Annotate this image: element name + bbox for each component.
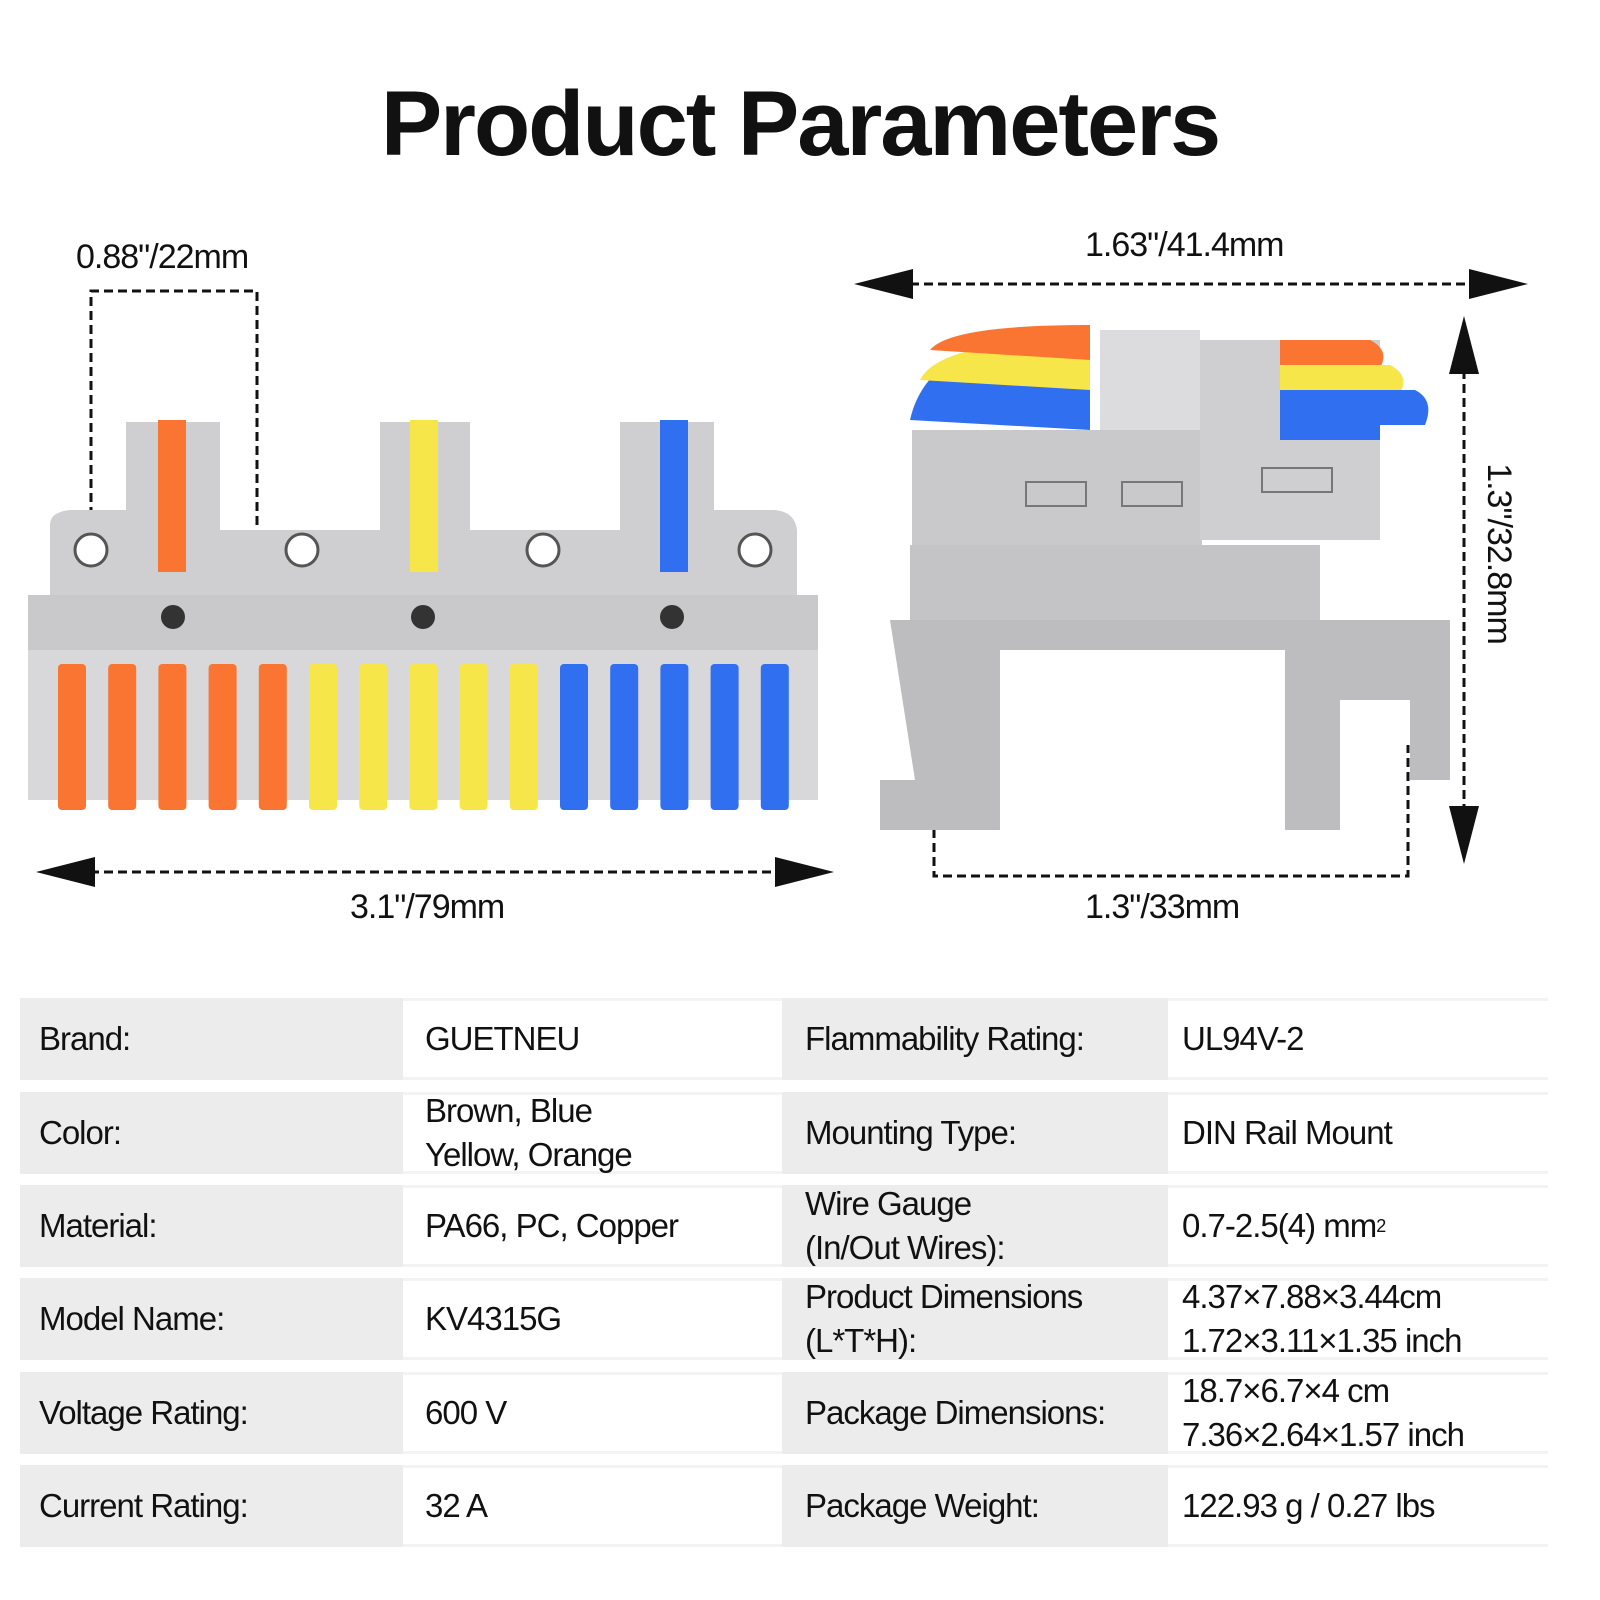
spec-label: Model Name: [20,1278,403,1360]
spec-value: 122.93 g / 0.27 lbs [1168,1468,1548,1544]
spec-value-line: Brown, Blue [425,1092,593,1129]
spec-value-line: UL94V-2 [1182,1020,1304,1057]
pitch-dimension-line [89,289,259,530]
spec-label: Voltage Rating: [20,1372,403,1454]
spec-label: Flammability Rating: [782,998,1168,1080]
wire-lever [309,664,337,810]
wire-lever [509,664,538,810]
spec-label: Color: [20,1092,403,1174]
spec-value: 600 V [403,1375,782,1451]
spec-value-line: 122.93 g / 0.27 lbs [1182,1487,1436,1524]
wire-lever [409,664,438,810]
rail-dimension-line [932,745,1410,878]
spec-label: Product Dimensions (L*T*H): [782,1278,1168,1360]
spec-value-line: PA66, PC, Copper [425,1207,679,1244]
pitch-dimension-label: 0.88"/22mm [76,238,249,276]
superscript: 2 [1376,1216,1386,1236]
spec-label-line: Flammability Rating: [805,1020,1085,1057]
spec-value-line: GUETNEU [425,1020,580,1057]
spec-label-line: (In/Out Wires): [805,1229,1006,1266]
spec-value-line: 4.37×7.88×3.44cm [1182,1278,1442,1315]
spec-value: 18.7×6.7×4 cm 7.36×2.64×1.57 inch [1168,1372,1548,1453]
spec-label: Wire Gauge (In/Out Wires): [782,1185,1168,1267]
connector-side-view [880,325,1450,830]
height-dimension-label: 1.3"/32.8mm [1479,463,1518,644]
spec-value: KV4315G [403,1281,782,1357]
wire-lever [208,664,237,810]
wire-lever [359,664,388,810]
spec-value: 32 A [403,1468,782,1544]
wire-lever [560,664,588,810]
length-dimension-label: 3.1"/79mm [350,888,505,926]
spec-value-line: 0.7-2.5(4) mm [1182,1207,1377,1244]
wire-lever [158,664,187,810]
wire-lever [760,664,789,810]
spec-label-line: (L*T*H): [805,1322,917,1359]
spec-row: Model Name: KV4315G Product Dimensions (L*T… [20,1278,1548,1360]
spec-label-line: Wire Gauge [805,1185,972,1222]
spec-value-line: 7.36×2.64×1.57 inch [1182,1416,1465,1453]
spec-label-line: Package Dimensions: [805,1394,1106,1431]
spec-value-line: 18.7×6.7×4 cm [1182,1372,1390,1409]
spec-value-line: 32 A [425,1487,488,1524]
spec-value: PA66, PC, Copper [403,1188,782,1264]
spec-value: 4.37×7.88×3.44cm 1.72×3.11×1.35 inch [1168,1278,1548,1359]
spec-value-line: DIN Rail Mount [1182,1114,1393,1151]
spec-row: Brand: GUETNEU Flammability Rating: UL94V-2 [20,998,1548,1080]
spec-row: Material: PA66, PC, Copper Wire Gauge (In/O… [20,1185,1548,1267]
spec-label-line: Package Weight: [805,1487,1040,1524]
wire-lever [459,664,488,810]
spec-label: Current Rating: [20,1465,403,1547]
wire-lever [660,664,689,810]
spec-value-line: KV4315G [425,1300,562,1337]
spec-label-line: Mounting Type: [805,1114,1017,1151]
product-diagram [28,269,1528,887]
wire-lever [258,664,287,810]
spec-value-line: 600 V [425,1394,507,1431]
page-title: Product Parameters [380,73,1221,175]
rail-dimension-label: 1.3"/33mm [1085,888,1240,926]
wire-lever [108,664,137,810]
spec-label: Brand: [20,998,403,1080]
spec-row: Current Rating: 32 A Package Weight: 122.9… [20,1465,1548,1547]
spec-label: Mounting Type: [782,1092,1168,1174]
spec-label: Material: [20,1185,403,1267]
spec-row: Voltage Rating: 600 V Package Dimensions: 1… [20,1372,1548,1454]
wire-lever [710,664,739,810]
depth-dimension-label: 1.63"/41.4mm [1085,226,1285,264]
spec-label-line: Product Dimensions [805,1278,1083,1315]
spec-value-line: 1.72×3.11×1.35 inch [1182,1322,1462,1359]
connector-front-view [28,420,818,810]
spec-value-line: Yellow, Orange [425,1136,633,1173]
wire-lever [610,664,639,810]
spec-label: Package Dimensions: [782,1372,1168,1454]
arrow-heads [36,269,1528,887]
spec-label: Package Weight: [782,1465,1168,1547]
spec-value: GUETNEU [403,1001,782,1077]
wire-lever [58,664,86,810]
spec-value: UL94V-2 [1168,1001,1548,1077]
spec-value: DIN Rail Mount [1168,1095,1548,1171]
